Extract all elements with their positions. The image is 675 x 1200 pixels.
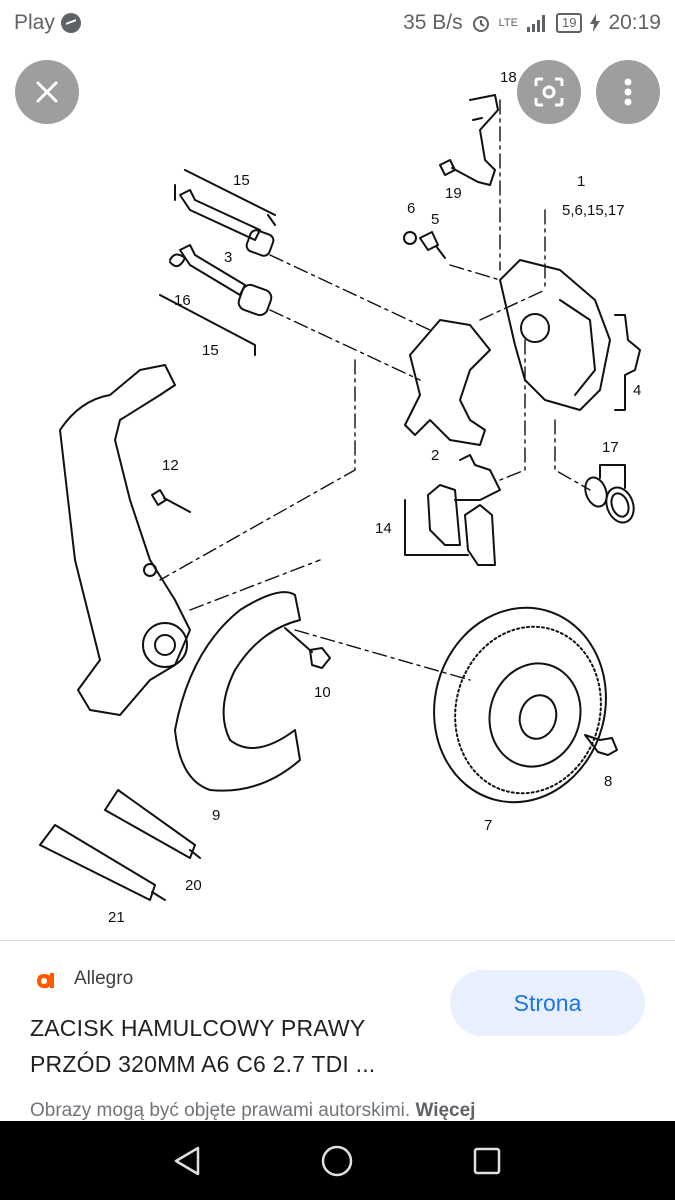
diagram-label: 18 bbox=[500, 69, 517, 86]
status-right: 35 B/s LTE 19 20:19 bbox=[403, 11, 661, 35]
brake-assembly-diagram[interactable]: 18 15 19 1 5,6,15,17 6 5 3 16 15 4 2 17 … bbox=[0, 48, 675, 940]
learn-more-link[interactable]: Więcej bbox=[415, 1100, 476, 1121]
diagram-label: 17 bbox=[602, 439, 619, 456]
diagram-label: 2 bbox=[431, 447, 439, 464]
part-20-tube bbox=[104, 789, 201, 859]
part-18 bbox=[469, 94, 499, 186]
diagram-label: 10 bbox=[314, 684, 331, 701]
diagram-label: 8 bbox=[604, 773, 612, 790]
diagram-label: 15 bbox=[233, 172, 250, 189]
part-16 bbox=[169, 253, 186, 268]
diagram-label: 14 bbox=[375, 520, 392, 537]
part-5 bbox=[419, 231, 446, 259]
navigation-bar bbox=[0, 1121, 675, 1200]
status-left: Play bbox=[14, 11, 81, 35]
charging-icon bbox=[590, 14, 601, 32]
app-label: Play bbox=[14, 11, 55, 34]
home-icon bbox=[321, 1145, 353, 1177]
image-viewer[interactable]: 18 15 19 1 5,6,15,17 6 5 3 16 15 4 2 17 … bbox=[0, 48, 675, 940]
diagram-label: 15 bbox=[202, 342, 219, 359]
result-title[interactable]: ZACISK HAMULCOWY PRAWY PRZÓD 320MM A6 C6… bbox=[30, 1015, 376, 1077]
diagram-label: 3 bbox=[224, 249, 232, 266]
diagram-label: 5 bbox=[431, 211, 439, 228]
part-knuckle bbox=[59, 364, 191, 716]
part-9-shield bbox=[174, 591, 301, 792]
part-7-disc bbox=[433, 606, 607, 804]
part-4 bbox=[614, 314, 641, 411]
back-button[interactable] bbox=[167, 1141, 207, 1181]
close-button[interactable] bbox=[15, 60, 79, 124]
diagram-label: 19 bbox=[445, 185, 462, 202]
recents-button[interactable] bbox=[467, 1141, 507, 1181]
part-21-tube bbox=[39, 824, 166, 901]
diagram-label: 7 bbox=[484, 817, 492, 834]
close-icon bbox=[36, 81, 58, 103]
part-10 bbox=[284, 627, 331, 669]
part-12 bbox=[151, 489, 191, 513]
recents-icon bbox=[473, 1147, 501, 1175]
source-name: Allegro bbox=[74, 968, 134, 989]
network-type: LTE bbox=[498, 17, 518, 29]
messenger-icon bbox=[60, 13, 81, 33]
more-vert-icon bbox=[624, 78, 632, 106]
network-speed: 35 B/s bbox=[403, 11, 463, 34]
part-14-pad-b bbox=[464, 504, 496, 566]
diagram-label: 16 bbox=[174, 292, 191, 309]
diagram-label: 6 bbox=[407, 200, 415, 217]
allegro-logo-icon bbox=[37, 973, 54, 989]
copyright-notice: Obrazy mogą być objęte prawami autorskim… bbox=[30, 1100, 670, 1122]
diagram-label: 4 bbox=[633, 382, 641, 399]
part-8 bbox=[584, 734, 618, 756]
divider bbox=[0, 940, 675, 941]
part-14-pad-a bbox=[427, 484, 461, 546]
battery-icon: 19 bbox=[555, 13, 583, 33]
source-row[interactable]: Allegro bbox=[34, 966, 133, 992]
lens-search-button[interactable] bbox=[517, 60, 581, 124]
more-options-button[interactable] bbox=[596, 60, 660, 124]
part-1-caliper bbox=[499, 259, 611, 411]
part-guide-pin-lower bbox=[179, 244, 246, 296]
visit-page-button[interactable]: Strona bbox=[450, 970, 645, 1036]
clock: 20:19 bbox=[608, 11, 661, 34]
signal-icon bbox=[526, 15, 545, 32]
part-guide-pin-upper bbox=[179, 189, 261, 241]
home-button[interactable] bbox=[317, 1141, 357, 1181]
copyright-text: Obrazy mogą być objęte prawami autorskim… bbox=[30, 1100, 411, 1121]
status-bar: Play 35 B/s LTE 19 20:19 bbox=[0, 0, 675, 48]
part-wear-sensor bbox=[454, 454, 501, 501]
diagram-label: 1 bbox=[577, 173, 585, 190]
diagram-label: 12 bbox=[162, 457, 179, 474]
part-17-seal bbox=[584, 476, 608, 508]
part-2 bbox=[404, 319, 491, 446]
diagram-label: 21 bbox=[108, 909, 125, 926]
back-icon bbox=[174, 1146, 200, 1176]
diagram-label: 20 bbox=[185, 877, 202, 894]
diagram-label: 5,6,15,17 bbox=[562, 202, 625, 219]
alarm-icon bbox=[472, 16, 489, 32]
diagram-label: 9 bbox=[212, 807, 220, 824]
lens-icon bbox=[534, 77, 564, 107]
part-19 bbox=[439, 159, 479, 183]
